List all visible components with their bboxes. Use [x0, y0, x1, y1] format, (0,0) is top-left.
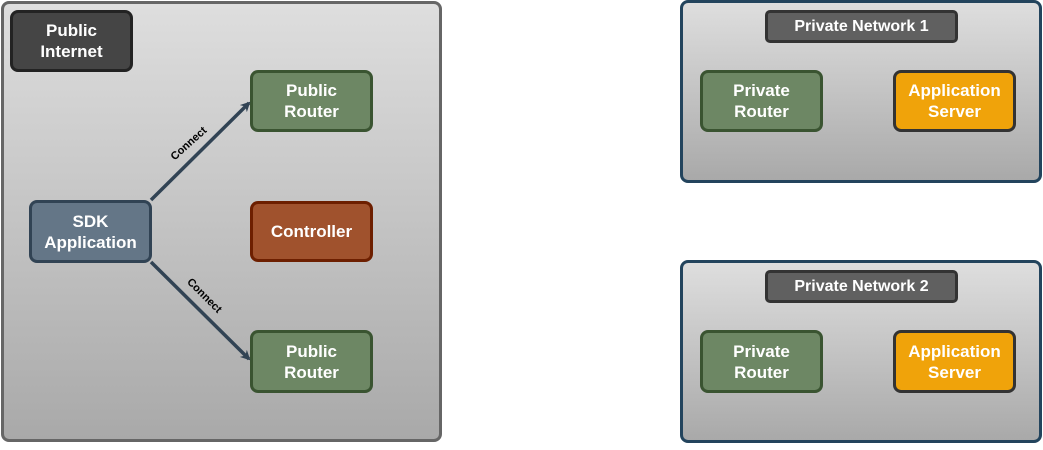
application-server-2: Application Server	[893, 330, 1016, 393]
private-network-1-label: Private Network 1	[765, 10, 958, 43]
private-router-1: Private Router	[700, 70, 823, 132]
connect-edge-top	[149, 101, 251, 202]
public-internet-label: Public Internet	[10, 10, 133, 72]
private-router-2: Private Router	[700, 330, 823, 393]
sdk-application: SDK Application	[29, 200, 152, 263]
public-router-bottom: Public Router	[250, 330, 373, 393]
connect-label-bottom: Connect	[184, 276, 224, 316]
application-server-1: Application Server	[893, 70, 1016, 132]
connect-edge-bottom	[149, 260, 251, 361]
public-router-top: Public Router	[250, 70, 373, 132]
controller: Controller	[250, 201, 373, 262]
private-network-2-label: Private Network 2	[765, 270, 958, 303]
connect-label-top: Connect	[169, 124, 210, 163]
